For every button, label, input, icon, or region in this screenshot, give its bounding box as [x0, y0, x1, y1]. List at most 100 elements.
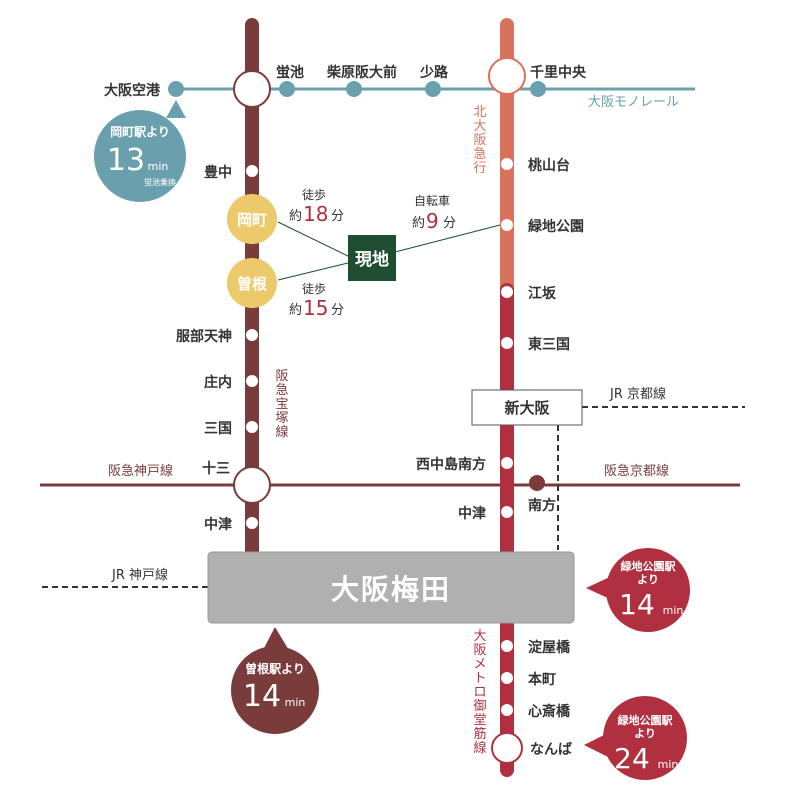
access-okamachi-prefix: 約	[289, 209, 302, 224]
vertical-label-char: 宝	[275, 397, 288, 412]
vertical-label-char: 線	[275, 424, 288, 440]
vertical-label-char: 阪	[275, 369, 288, 384]
label-shoji: 少路	[419, 64, 449, 81]
bubble-ryokuchi-umeda-title1: 緑地公園駅	[621, 559, 676, 573]
station-shin-osaka-box[interactable]	[471, 389, 583, 426]
station-nakatsu-metro-marker[interactable]	[501, 506, 513, 518]
site-marker[interactable]	[348, 235, 396, 281]
label-osaka-airport: 大阪空港	[104, 82, 161, 99]
label-shin-osaka: 新大阪	[504, 399, 550, 417]
station-hotarugaike-monorail-marker[interactable]	[279, 81, 295, 97]
vertical-label-char: 阪	[473, 643, 486, 658]
label-minamikata: 南方	[528, 497, 556, 514]
access-okamachi-mode: 徒歩	[302, 187, 326, 202]
station-senri-chuo-monorail-marker[interactable]	[530, 81, 546, 97]
label-sone: 曽根	[237, 275, 267, 293]
station-shonai-marker[interactable]	[246, 375, 258, 387]
label-nishinakajima: 西中島南方	[416, 456, 486, 473]
bubble-ryokuchi-namba-value: 24	[614, 742, 650, 775]
label-okamachi: 岡町	[237, 211, 267, 229]
access-ryokuchi-prefix: 約	[412, 216, 425, 231]
label-nakatsu-hankyu: 中津	[204, 516, 232, 533]
bubble-airport-unit: min	[148, 160, 169, 173]
vertical-label-char: 急	[473, 147, 486, 162]
station-hattori-marker[interactable]	[246, 329, 258, 341]
station-higashimikuni-marker[interactable]	[501, 337, 513, 349]
label-shibahara: 柴原阪大前	[326, 64, 397, 81]
station-nishinakajima-marker[interactable]	[501, 457, 513, 469]
vertical-label-char: ロ	[473, 685, 486, 700]
access-ryokuchi-value: 9	[426, 209, 439, 233]
label-higashimikuni: 東三国	[528, 336, 570, 353]
label-nakatsu-metro: 中津	[458, 505, 486, 522]
station-esaka-marker[interactable]	[501, 286, 513, 298]
bubble-ryokuchi-namba: 緑地公園駅 より 24 min	[584, 696, 687, 780]
vertical-label-char: 御	[473, 699, 486, 714]
bubble-airport-note: 蛍池乗換	[144, 177, 176, 187]
label-monorail-line: 大阪モノレール	[588, 95, 679, 110]
station-minamikata-marker[interactable]	[529, 475, 545, 491]
station-ryokuchi-marker[interactable]	[501, 219, 513, 231]
bubble-airport-title: 岡町駅より	[110, 125, 170, 139]
station-sone-marker[interactable]	[227, 258, 277, 308]
vertical-label-char: 行	[473, 161, 486, 176]
station-juso-marker[interactable]	[233, 466, 271, 504]
station-senri-chuo-marker[interactable]	[488, 57, 526, 95]
station-hotarugaike-marker[interactable]	[233, 70, 271, 108]
station-shoji-marker[interactable]	[425, 81, 441, 97]
bubble-ryokuchi-umeda-value: 14	[619, 588, 655, 621]
bubble-sone-title: 曽根駅より	[245, 661, 305, 676]
bubble-sone-umeda: 曽根駅より 14 min	[231, 627, 319, 734]
label-juso: 十三	[202, 460, 230, 477]
label-yodoyabashi: 淀屋橋	[528, 639, 571, 656]
station-honmachi-marker[interactable]	[501, 672, 513, 684]
label-namba: なんば	[530, 742, 572, 758]
label-momoyamadai: 桃山台	[528, 157, 570, 174]
access-okamachi-unit: 分	[331, 209, 344, 224]
bubble-airport-value: 13	[107, 143, 145, 178]
access-sone-mode: 徒歩	[302, 281, 326, 296]
access-okamachi-value: 18	[303, 202, 328, 226]
vertical-label-char: 線	[473, 740, 486, 756]
label-hankyu-kyoto: 阪急京都線	[604, 463, 669, 479]
station-osaka-airport-marker[interactable]	[168, 81, 184, 97]
bubble-ryokuchi-umeda-title2: より	[637, 573, 659, 586]
sone-walk-path	[277, 261, 353, 281]
station-momoyamadai-marker[interactable]	[501, 158, 513, 170]
station-shinsaibashi-marker[interactable]	[501, 704, 513, 716]
station-mikuni-marker[interactable]	[246, 421, 258, 433]
bubble-ryokuchi-namba-unit: min	[658, 758, 679, 771]
access-sone-prefix: 約	[289, 303, 302, 318]
station-toyonaka-marker[interactable]	[246, 165, 258, 177]
vertical-label-char: 大	[473, 629, 486, 644]
label-senri-chuo: 千里中央	[530, 64, 587, 81]
vertical-label-char: ト	[473, 671, 486, 686]
label-honmachi: 本町	[528, 671, 556, 688]
okamachi-walk-path	[277, 221, 353, 259]
vertical-label-char: 大	[473, 119, 486, 134]
station-yodoyabashi-marker[interactable]	[501, 640, 513, 652]
label-shonai: 庄内	[204, 374, 232, 391]
station-umeda-box[interactable]	[207, 551, 575, 624]
label-ryokuchi: 緑地公園	[528, 218, 584, 235]
vertical-label-char: 阪	[473, 133, 486, 148]
label-esaka: 江坂	[528, 285, 557, 302]
bubble-sone-unit: min	[285, 696, 306, 709]
label-hotarugaike: 蛍池	[276, 64, 304, 81]
vertical-label-char: 堂	[473, 713, 486, 728]
vertical-label-char: 筋	[473, 726, 486, 742]
label-hattori: 服部天神	[176, 328, 232, 345]
station-okamachi-marker[interactable]	[227, 194, 277, 244]
station-shibahara-marker[interactable]	[346, 81, 362, 97]
bubble-airport: 岡町駅より 13 min 蛍池乗換	[94, 100, 186, 202]
vertical-label-char: メ	[473, 657, 486, 672]
station-namba-marker[interactable]	[491, 732, 523, 764]
label-site: 現地	[355, 249, 389, 270]
label-jr-kyoto: JR 京都線	[609, 386, 666, 402]
station-nakatsu-hankyu-marker[interactable]	[246, 517, 258, 529]
bubble-sone-value: 14	[243, 679, 281, 714]
vertical-label-char: 塚	[275, 411, 288, 426]
